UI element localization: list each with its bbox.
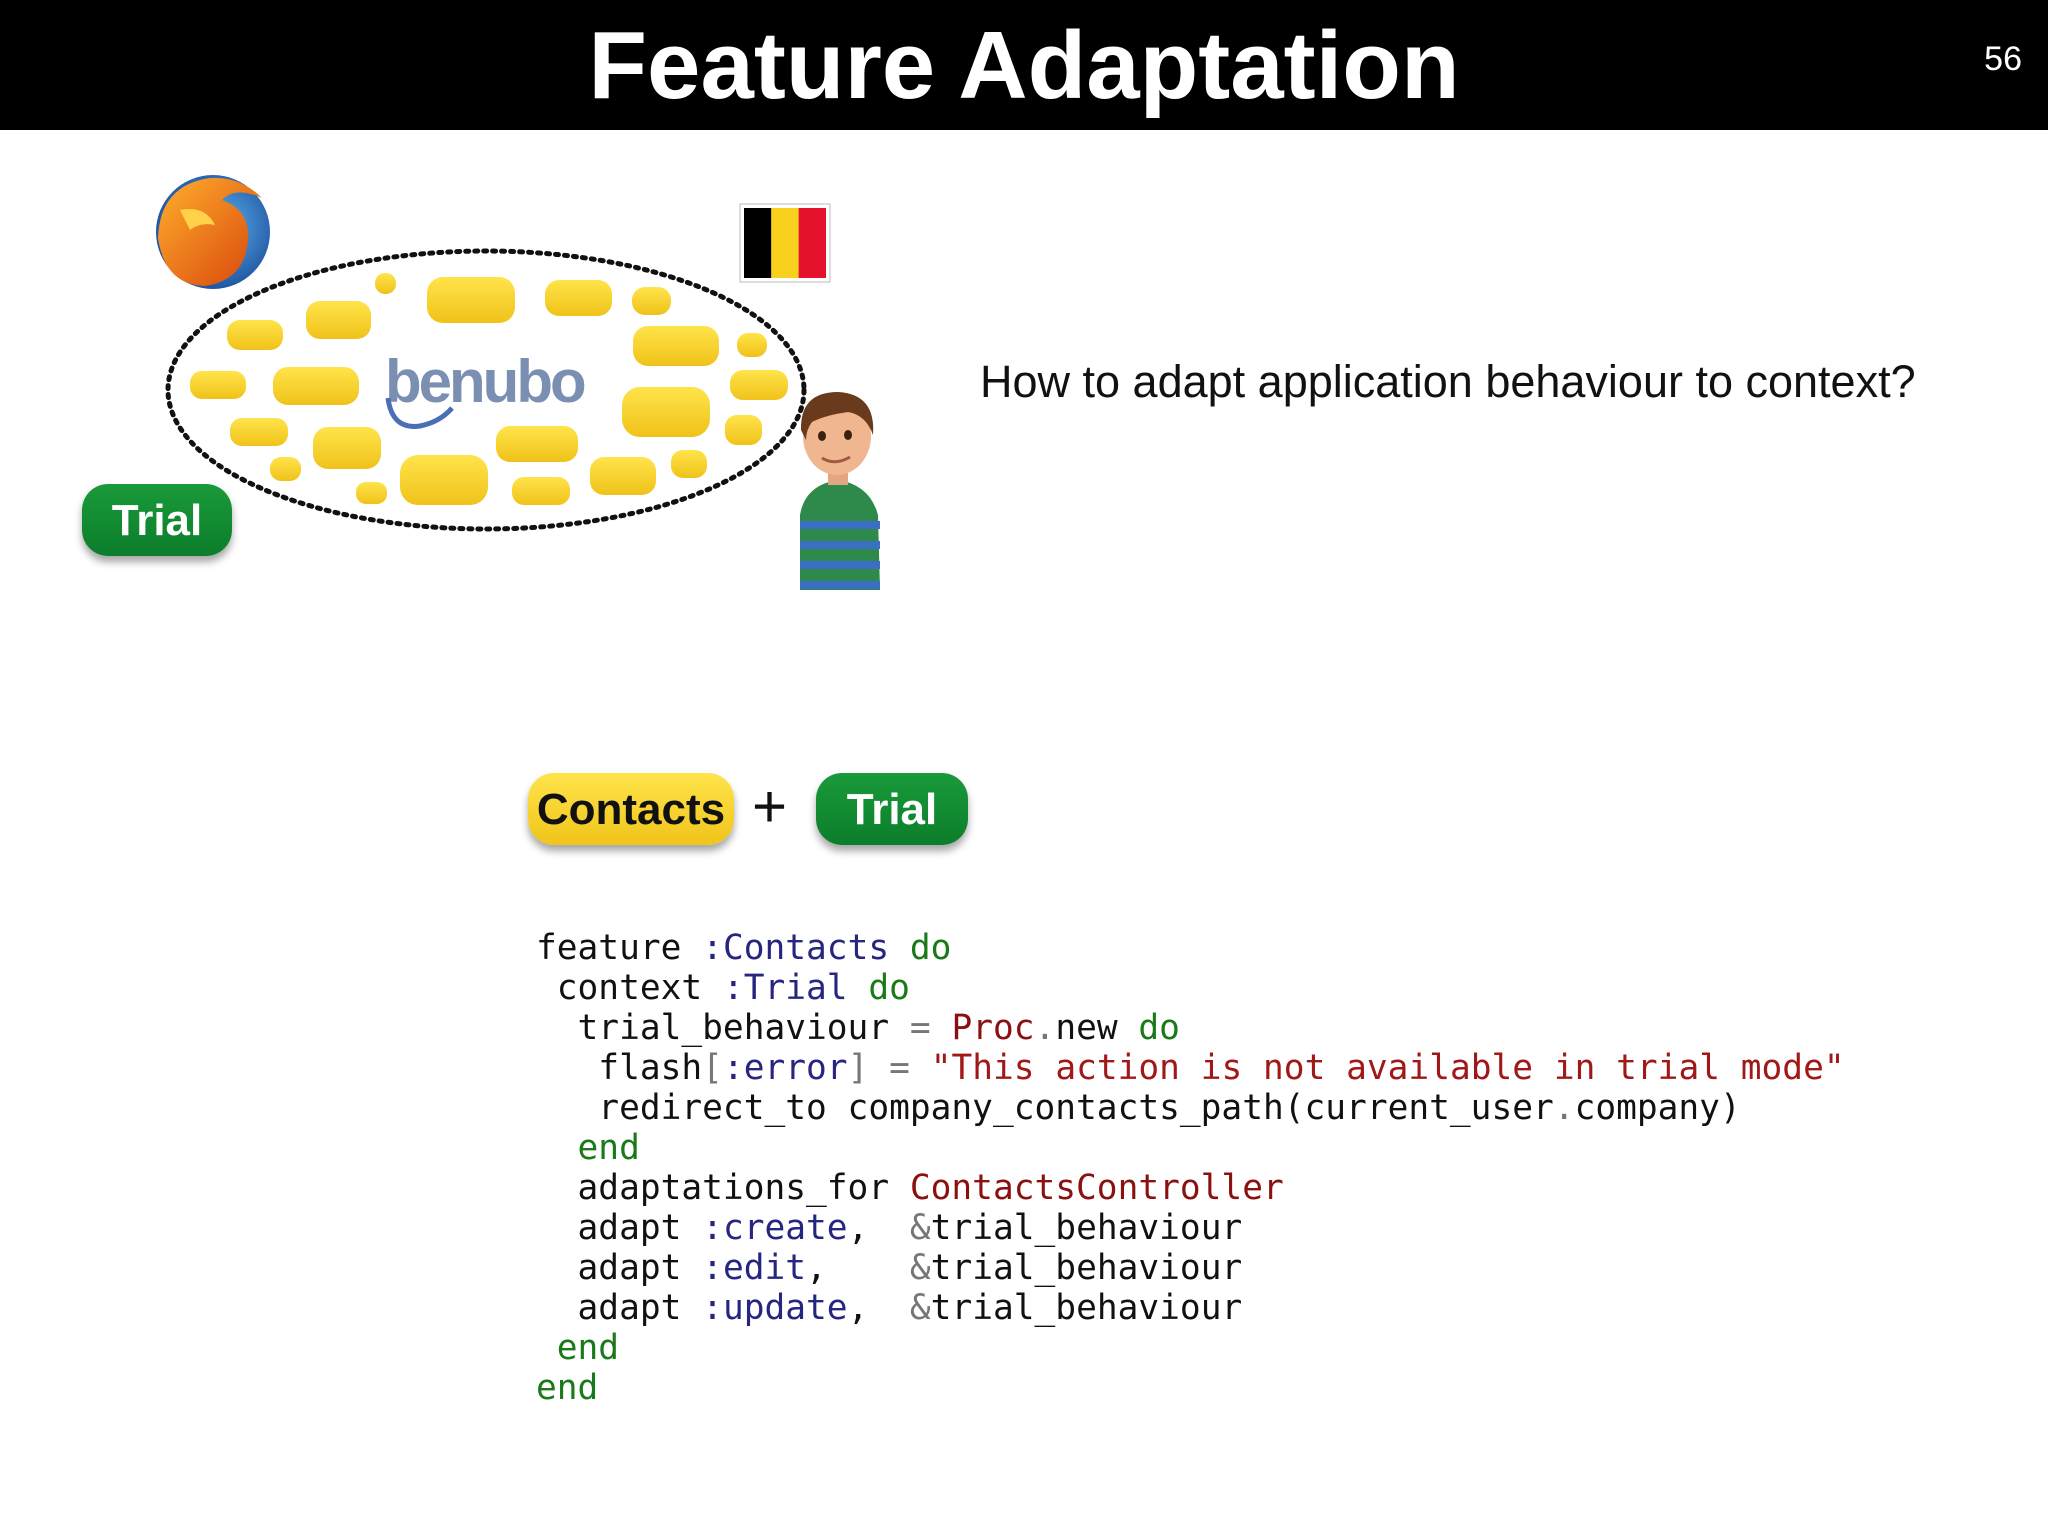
feature-blob <box>622 387 710 437</box>
feature-blob <box>737 333 767 357</box>
firefox-icon <box>156 175 270 289</box>
feature-blob <box>512 477 570 505</box>
diagram-canvas: benubo <box>156 175 880 590</box>
feature-blob <box>306 301 371 339</box>
feature-blob <box>400 455 488 505</box>
feature-blob <box>590 457 656 495</box>
slide-question: How to adapt application behaviour to co… <box>980 356 1916 407</box>
feature-blobs <box>190 273 788 505</box>
feature-blob <box>273 367 359 405</box>
feature-blob <box>725 415 762 445</box>
code-line: redirect_to company_contacts_path(curren… <box>536 1088 1741 1128</box>
feature-blob <box>227 320 283 350</box>
trial-context-badge: Trial <box>816 773 968 845</box>
feature-blob <box>313 427 381 469</box>
code-line: trial_behaviour = Proc.new do <box>536 1008 1180 1048</box>
code-line: feature :Contacts do <box>536 928 952 968</box>
feature-blob <box>270 457 301 481</box>
trial-badge: Trial <box>82 484 232 556</box>
feature-blob <box>190 371 246 399</box>
feature-blob <box>375 273 396 294</box>
feature-blob <box>730 370 788 400</box>
feature-blob <box>545 280 612 316</box>
title-bar <box>0 0 2048 130</box>
benubo-logo: benubo <box>385 348 585 415</box>
code-line: end <box>536 1368 599 1408</box>
code-line: adapt :create, &trial_behaviour <box>536 1208 1243 1248</box>
page-number: 56 <box>1984 40 2022 78</box>
code-line: adaptations_for ContactsController <box>536 1168 1284 1208</box>
code-line: end <box>536 1128 640 1168</box>
code-line: adapt :update, &trial_behaviour <box>536 1288 1243 1328</box>
contacts-feature-badge: Contacts <box>528 773 734 845</box>
feature-blob <box>633 326 719 366</box>
plus-sign: + <box>752 773 788 840</box>
code-block: feature :Contacts do context :Trial do t… <box>536 928 1845 1408</box>
code-line: context :Trial do <box>536 968 910 1008</box>
user-avatar-icon <box>800 392 880 590</box>
benubo-logo-swoosh <box>385 397 454 429</box>
service-cloud-ellipse <box>165 248 807 532</box>
belgium-flag-icon <box>739 203 831 283</box>
slide-title: Feature Adaptation <box>588 12 1460 119</box>
feature-blob <box>427 277 515 323</box>
context-diagram: benubo <box>0 130 1000 610</box>
feature-blob <box>356 482 387 504</box>
feature-blob <box>496 426 578 462</box>
code-line: adapt :edit, &trial_behaviour <box>536 1248 1243 1288</box>
code-line: end <box>536 1328 620 1368</box>
code-line: flash[:error] = "This action is not avai… <box>536 1048 1845 1088</box>
feature-blob <box>671 450 707 478</box>
feature-blob <box>230 418 288 446</box>
feature-blob <box>632 287 671 315</box>
